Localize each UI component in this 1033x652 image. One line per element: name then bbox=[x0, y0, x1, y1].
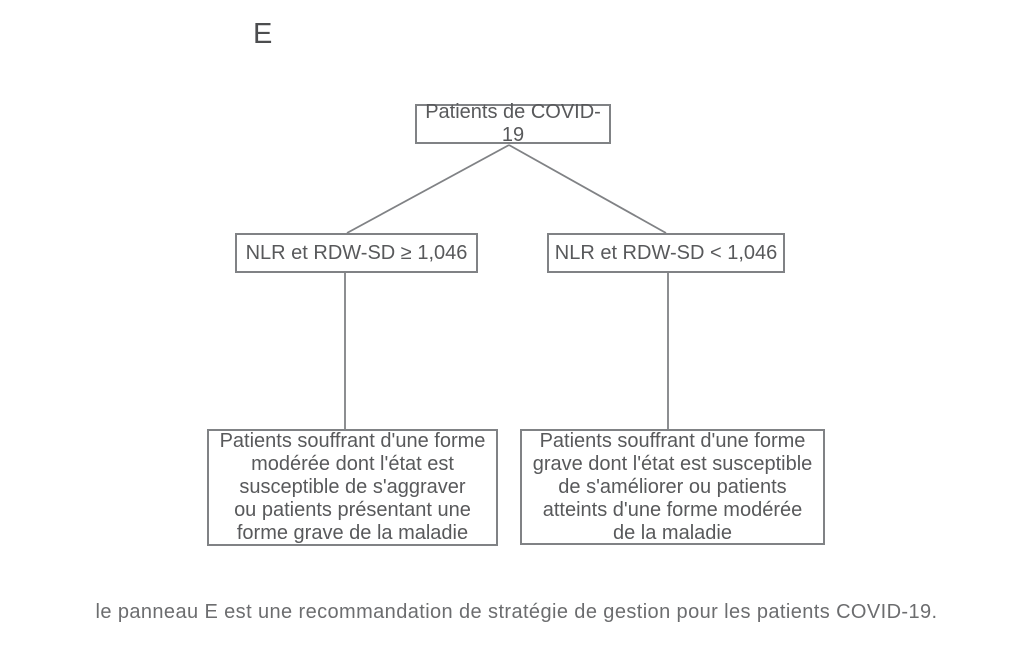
node-nlr-rdwsd-above-threshold: NLR et RDW-SD ≥ 1,046 bbox=[235, 233, 478, 273]
connector-root-to-right bbox=[508, 144, 667, 234]
node-outcome-moderate-worsening: Patients souffrant d'une forme modérée d… bbox=[207, 429, 498, 546]
panel-label: E bbox=[253, 18, 273, 50]
node-nlr-rdwsd-below-threshold: NLR et RDW-SD < 1,046 bbox=[547, 233, 785, 273]
node-patients-covid19: Patients de COVID-19 bbox=[415, 101, 611, 146]
node-outcome-severe-improving: Patients souffrant d'une forme grave don… bbox=[520, 429, 825, 545]
figure-caption: le panneau E est une recommandation de s… bbox=[95, 601, 938, 623]
connector-root-to-left bbox=[346, 144, 510, 234]
